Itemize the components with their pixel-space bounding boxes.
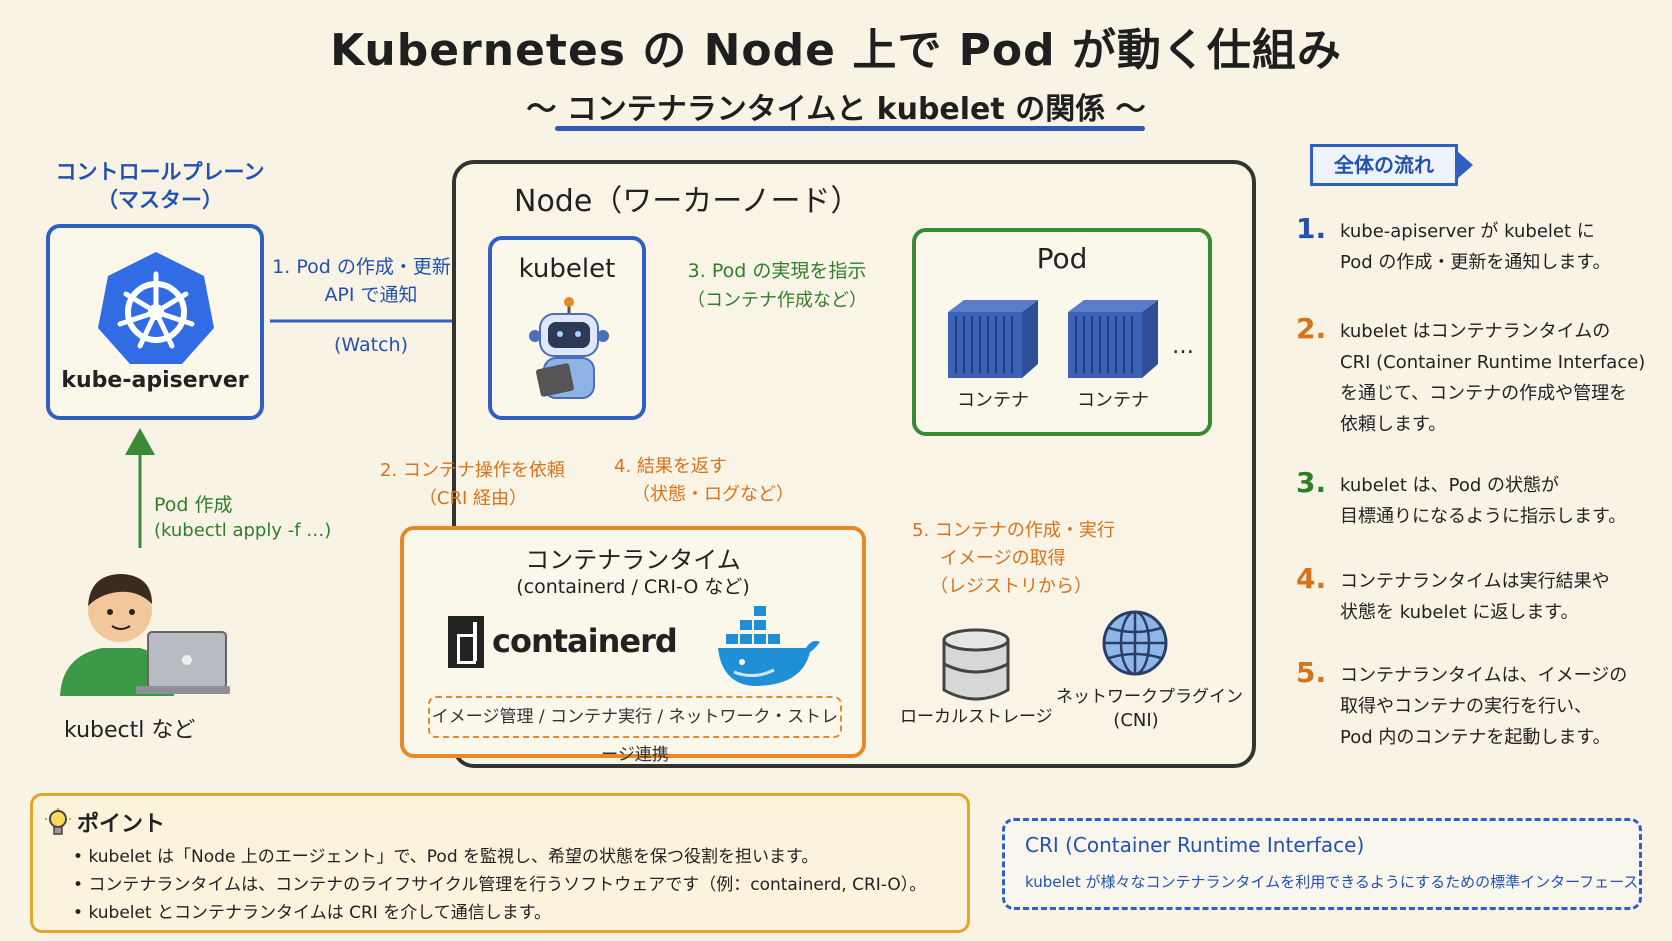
flow-step: 5. コンテナランタイムは、イメージの 取得やコンテナの実行を行い、 Pod 内… — [1296, 656, 1666, 756]
kubelet-box: kubelet — [488, 236, 646, 420]
container-label: コンテナ — [957, 390, 1029, 411]
kubectl-label: kubectl など — [64, 718, 196, 743]
container-icon — [948, 300, 1038, 378]
flow-step-text: コンテナランタイムは、イメージの 取得やコンテナの実行を行い、 Pod 内のコン… — [1340, 665, 1628, 748]
cri-box: CRI (Container Runtime Interface) kubele… — [1002, 818, 1642, 910]
arrow2-label-line2: （CRI 経由） — [418, 488, 528, 509]
pod-label: Pod — [1036, 242, 1088, 275]
globe-icon — [1102, 610, 1168, 676]
flow-step-number: 2. — [1296, 312, 1327, 345]
runtime-features: イメージ管理 / コンテナ実行 / ネットワーク・ストレージ連携 — [428, 696, 842, 765]
kubelet-label: kubelet — [518, 254, 616, 284]
database-icon — [942, 628, 1010, 701]
lightbulb-icon — [45, 808, 71, 835]
arrow4-label-line1: 4. 結果を返す — [614, 456, 727, 477]
page-subtitle: 〜 コンテナランタイムと kubelet の関係 〜 — [526, 92, 1146, 127]
flow-step: 1. kube-apiserver が kubelet に Pod の作成・更新… — [1296, 212, 1666, 282]
point-item: • コンテナランタイムは、コンテナのライフサイクル管理を行うソフトウェアです（例… — [73, 875, 927, 895]
pod-box: Pod … コンテナ コンテナ — [912, 228, 1212, 436]
flow-step-text: コンテナランタイムは実行結果や 状態を kubelet に返します。 — [1340, 571, 1610, 623]
flow-step: 4. コンテナランタイムは実行結果や 状態を kubelet に返します。 — [1296, 562, 1666, 632]
flow-tag: 全体の流れ — [1310, 144, 1473, 186]
kubectl-arrow-label-line1: Pod 作成 — [154, 494, 233, 516]
node-title: Node（ワーカーノード） — [514, 184, 861, 219]
containerd-logo-text: containerd — [492, 622, 678, 660]
kubectl-arrow-label-line2: (kubectl apply -f …) — [154, 520, 332, 541]
point-heading: ポイント — [77, 812, 166, 837]
control-plane-subheading: （マスター） — [97, 188, 223, 212]
arrow3-label-line1: 3. Pod の実現を指示 — [687, 260, 867, 282]
storage-label: ローカルストレージ — [900, 707, 1053, 727]
container-label: コンテナ — [1077, 390, 1149, 411]
page-title: Kubernetes の Node 上で Pod が動く仕組み — [330, 25, 1342, 76]
flow-step-text: kubelet はコンテナランタイムの CRI (Container Runti… — [1340, 321, 1646, 435]
kubernetes-helm-icon — [98, 252, 214, 364]
cri-heading: CRI (Container Runtime Interface) — [1025, 833, 1365, 857]
flow-step-number: 5. — [1296, 656, 1327, 689]
flow-step-text: kubelet は、Pod の状態が 目標通りになるように指示します。 — [1340, 475, 1627, 527]
runtime-title: コンテナランタイム — [525, 546, 741, 574]
point-item: • kubelet とコンテナランタイムは CRI を介して通信します。 — [73, 903, 551, 923]
runtime-subtitle: (containerd / CRI-O など) — [516, 576, 750, 598]
flow-step: 3. kubelet は、Pod の状態が 目標通りになるように指示します。 — [1296, 466, 1666, 536]
user-with-laptop-icon — [60, 574, 230, 696]
arrow1-label-line3: (Watch) — [334, 334, 408, 356]
container-runtime-box: コンテナランタイム (containerd / CRI-O など) contai… — [400, 526, 866, 758]
arrow5-label-line3: （レジストリから） — [930, 576, 1092, 597]
point-box: ポイント • kubelet は「Node 上のエージェント」で、Pod を監視… — [30, 793, 970, 933]
flow-step-text: kube-apiserver が kubelet に Pod の作成・更新を通知… — [1340, 221, 1611, 273]
arrow5-label-line1: 5. コンテナの作成・実行 — [912, 520, 1115, 541]
more-containers-ellipsis: … — [1172, 334, 1194, 359]
flow-step-number: 3. — [1296, 466, 1327, 499]
apiserver-box: kube-apiserver — [46, 224, 264, 420]
robot-icon — [529, 297, 609, 399]
docker-whale-icon — [718, 606, 820, 686]
flow-step-number: 4. — [1296, 562, 1327, 595]
arrow1-label-line2: API で通知 — [324, 284, 418, 306]
container-icon — [1068, 300, 1158, 378]
flow-step-number: 1. — [1296, 212, 1327, 245]
arrow5-label-line2: イメージの取得 — [940, 548, 1066, 569]
arrow2-label-line1: 2. コンテナ操作を依頼 — [380, 460, 565, 481]
network-label-line1: ネットワークプラグイン — [1056, 687, 1243, 707]
flow-step: 2. kubelet はコンテナランタイムの CRI (Container Ru… — [1296, 312, 1666, 442]
subtitle-underline — [555, 126, 1145, 131]
arrow4-label-line2: （状態・ログなど） — [632, 484, 794, 505]
point-item: • kubelet は「Node 上のエージェント」で、Pod を監視し、希望の… — [73, 847, 819, 867]
network-label-line2: (CNI) — [1113, 710, 1159, 731]
control-plane-heading: コントロールプレーン — [55, 160, 265, 184]
containerd-logo-icon — [448, 616, 484, 668]
cri-description: kubelet が様々なコンテナランタイムを利用できるようにするための標準インタ… — [1025, 873, 1639, 891]
apiserver-label: kube-apiserver — [61, 368, 249, 393]
arrow3-label-line2: （コンテナ作成など） — [687, 290, 867, 311]
arrow1-label-line1: 1. Pod の作成・更新を — [272, 256, 470, 278]
